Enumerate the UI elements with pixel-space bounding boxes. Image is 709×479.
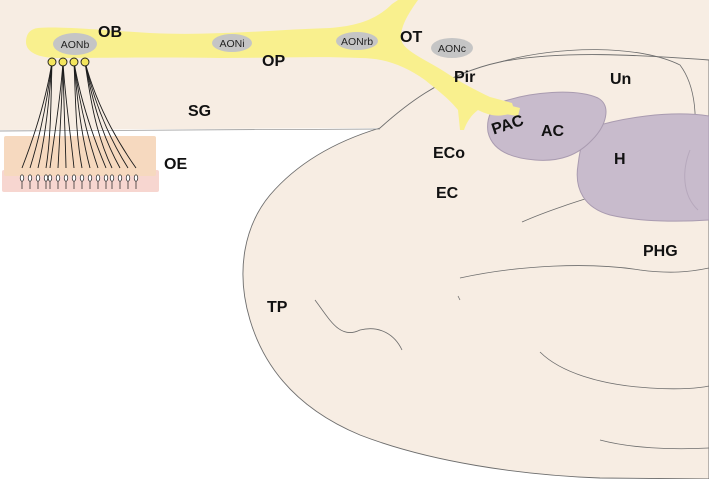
nerve-fiber bbox=[84, 61, 113, 169]
phg-label: PHG bbox=[643, 243, 678, 260]
nerve-fiber bbox=[29, 61, 53, 169]
receptor-neuron bbox=[133, 174, 139, 182]
receptor-neuron bbox=[47, 174, 53, 182]
tp-label: TP bbox=[267, 299, 288, 316]
glomerulus bbox=[80, 57, 90, 67]
receptor-neuron bbox=[79, 174, 85, 182]
receptor-neuron bbox=[71, 174, 77, 182]
receptor-neuron bbox=[27, 174, 33, 182]
nerve-fiber bbox=[73, 61, 99, 169]
aonc-label: AONc bbox=[438, 43, 466, 55]
nerve-fiber bbox=[45, 61, 53, 169]
pir-label: Pir bbox=[454, 69, 475, 86]
glomeruli bbox=[47, 57, 90, 67]
receptor-neuron bbox=[95, 174, 101, 182]
ac-label: AC bbox=[541, 123, 565, 140]
receptor-neuron bbox=[103, 174, 109, 182]
frontal-region bbox=[0, 0, 709, 130]
glomerulus bbox=[58, 57, 68, 67]
olfactory-tract bbox=[26, 0, 515, 130]
aonb-nucleus bbox=[53, 33, 97, 55]
nerve-fiber bbox=[84, 61, 137, 169]
receptor-neuron bbox=[35, 174, 41, 182]
nerve-fiber bbox=[62, 61, 67, 169]
un-label: Un bbox=[610, 71, 631, 88]
receptor-neuron bbox=[43, 174, 49, 182]
aonb-label: AONb bbox=[61, 39, 90, 51]
aoni-nucleus bbox=[212, 34, 252, 52]
hippocampus bbox=[576, 113, 709, 222]
nerve-fiber bbox=[21, 61, 53, 169]
ob-label: OB bbox=[98, 24, 122, 41]
lateral-stria bbox=[478, 98, 520, 116]
receptor-neuron bbox=[19, 174, 25, 182]
nerve-fiber bbox=[73, 61, 83, 169]
receptor-neuron bbox=[87, 174, 93, 182]
op-label: OP bbox=[262, 53, 285, 70]
olfactory-nerve-fibers bbox=[19, 61, 139, 189]
lower-contour bbox=[599, 439, 709, 450]
h-label: H bbox=[614, 151, 626, 168]
oe-label: OE bbox=[164, 156, 187, 173]
cribriform-line bbox=[0, 128, 381, 132]
hippocampus-fold bbox=[684, 149, 699, 211]
nerve-fiber bbox=[37, 61, 53, 169]
ot-label: OT bbox=[400, 29, 422, 46]
rhinal-line bbox=[459, 265, 709, 279]
aonrb-nucleus bbox=[336, 32, 378, 50]
small-mark bbox=[457, 295, 461, 301]
receptor-neuron bbox=[109, 174, 115, 182]
inferior-sulcus bbox=[539, 351, 709, 390]
temporal-sulcus bbox=[314, 299, 403, 351]
nerve-fiber bbox=[62, 61, 75, 169]
glomerulus bbox=[47, 57, 57, 67]
sg-label: SG bbox=[188, 103, 211, 120]
nerve-fiber bbox=[84, 61, 129, 169]
nerve-fiber bbox=[73, 61, 91, 169]
aonrb-label: AONrb bbox=[341, 36, 373, 48]
receptor-neuron bbox=[55, 174, 61, 182]
nerve-fiber bbox=[73, 61, 107, 169]
aonc-nucleus bbox=[431, 38, 473, 58]
nerve-fiber bbox=[57, 61, 64, 169]
receptor-neuron bbox=[63, 174, 69, 182]
nerve-fiber bbox=[49, 61, 64, 169]
glomerulus bbox=[69, 57, 79, 67]
receptor-neuron bbox=[125, 174, 131, 182]
ec-label: EC bbox=[436, 185, 459, 202]
aoni-label: AONi bbox=[219, 38, 244, 50]
eco-label: ECo bbox=[433, 145, 465, 162]
nerve-fiber bbox=[84, 61, 121, 169]
receptor-neuron bbox=[117, 174, 123, 182]
